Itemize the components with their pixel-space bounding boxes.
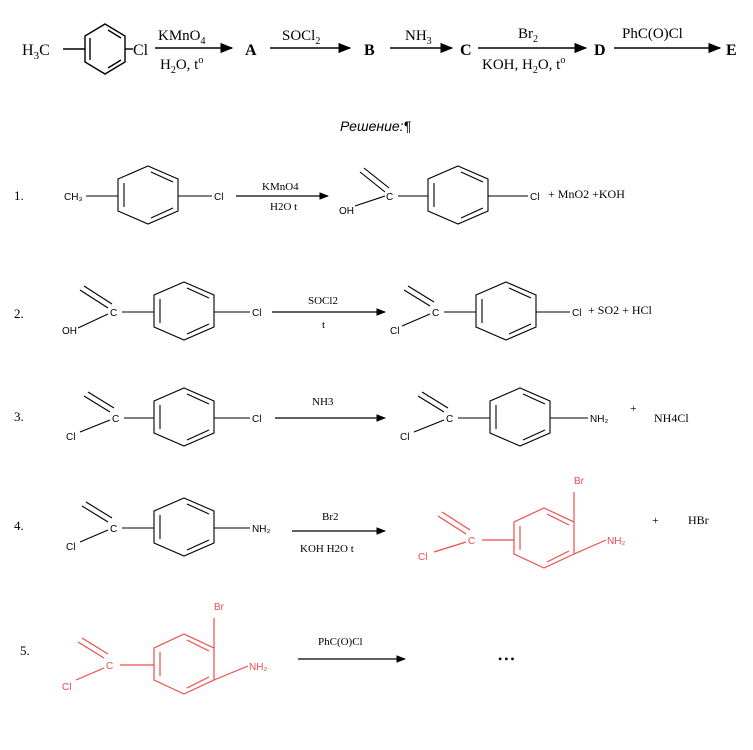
step-number: 2. (14, 306, 24, 321)
reagent-top: PhC(O)Cl (318, 636, 363, 648)
acyl-chloro-label: Cl (400, 432, 409, 443)
carbon-label: C (106, 661, 113, 672)
amino-label: NH₂ (252, 524, 270, 535)
plus-sign: + (630, 401, 637, 415)
ellipsis: ••• (498, 652, 517, 666)
chloro-label: Cl (252, 414, 261, 425)
step-number: 1. (14, 188, 24, 203)
arrow4-conditions: KOH, H2O, to (482, 55, 565, 76)
step-1: 1. CH₃ Cl KMnO4 H2O t OH C Cl + M (14, 165, 625, 225)
arrow3-reagent-top: NH3 (405, 28, 432, 47)
toluene-ring (86, 165, 212, 225)
step-5: 5. Br Cl C NH₂ PhC(O)Cl ••• (20, 602, 517, 695)
amino-label: NH₂ (590, 414, 608, 425)
reagent-bottom: H2O t (270, 201, 297, 213)
benzoic-acid-structure (354, 165, 528, 225)
carbon-label: C (110, 308, 117, 319)
reagent-top: KMnO4 (262, 181, 299, 193)
solution-title: Решение:¶ (340, 118, 412, 134)
carbon-label: C (432, 308, 439, 319)
bromo-label: Br (574, 476, 585, 487)
compound-e-label: E (726, 42, 737, 59)
acyl-chloride-structure (401, 281, 570, 341)
reagent-bottom: KOH H2O t (300, 543, 354, 555)
header-scheme: H3C Cl KMnO4 H2O, to A SOCl2 B NH3 C Br2… (22, 23, 737, 76)
start-chloro-label: Cl (133, 42, 149, 59)
bromo-label: Br (214, 602, 225, 613)
benzoic-acid-structure (77, 281, 250, 341)
compound-c-label: C (460, 42, 472, 59)
bromo-amino-acyl-chloride-structure (75, 618, 249, 695)
compound-b-label: B (364, 42, 375, 59)
arrow2-reagent-top: SOCl2 (282, 28, 320, 47)
chloro-label: Cl (214, 192, 223, 203)
chloro-label: Cl (530, 192, 539, 203)
hydroxyl-label: OH (62, 326, 77, 337)
step-4: 4. Cl C NH₂ Br2 KOH H2O t (14, 476, 709, 569)
bromo-amino-acyl-chloride-structure (433, 492, 607, 569)
reagent-top: SOCl2 (308, 295, 338, 307)
chloro-amide-structure (79, 497, 250, 557)
methyl-label: CH₃ (64, 192, 83, 203)
step-3: 3. Cl C Cl NH3 Cl C (14, 387, 689, 447)
reagent-bottom: t (322, 319, 325, 331)
acyl-chloride-structure (79, 387, 250, 447)
carbon-label: C (112, 414, 119, 425)
byproduct: HBr (688, 513, 709, 527)
step-2: 2. OH C Cl SOCl2 t Cl (14, 281, 653, 341)
reagent-top: NH3 (312, 396, 334, 408)
compound-a-label: A (245, 42, 257, 59)
acyl-chloro-label: Cl (66, 432, 75, 443)
step-number: 4. (14, 518, 24, 533)
hydroxyl-label: OH (339, 206, 354, 217)
acyl-chloro-label: Cl (62, 682, 71, 693)
chloro-amide-structure (413, 387, 588, 447)
compound-d-label: D (594, 42, 606, 59)
chloro-label: Cl (252, 308, 261, 319)
arrow1-conditions: H2O, to (160, 55, 203, 76)
chloro-label: Cl (572, 308, 581, 319)
amino-label: NH₂ (249, 662, 267, 673)
reagent-top: Br2 (322, 511, 339, 523)
byproducts: + SO2 + HCl (588, 303, 653, 317)
acyl-chloro-label: Cl (390, 326, 399, 337)
acyl-chloro-label: Cl (418, 552, 427, 563)
arrow5-reagent-top: PhC(O)Cl (622, 26, 683, 42)
arrow4-reagent-top: Br2 (518, 26, 538, 45)
byproduct: NH4Cl (654, 411, 689, 425)
amino-label: NH₂ (607, 536, 625, 547)
carbon-label: C (446, 414, 453, 425)
carbon-label: C (386, 192, 393, 203)
step-number: 3. (14, 409, 24, 424)
arrow1-reagent-top: KMnO4 (158, 28, 206, 47)
start-methyl-label: H3C (22, 42, 50, 62)
acyl-chloro-label: Cl (66, 542, 75, 553)
start-benzene-ring (63, 23, 133, 75)
carbon-label: C (110, 524, 117, 535)
plus-sign: + (652, 513, 659, 527)
carbon-label: C (468, 536, 475, 547)
byproducts: + MnO2 +KOH (548, 187, 625, 201)
step-number: 5. (20, 643, 30, 658)
